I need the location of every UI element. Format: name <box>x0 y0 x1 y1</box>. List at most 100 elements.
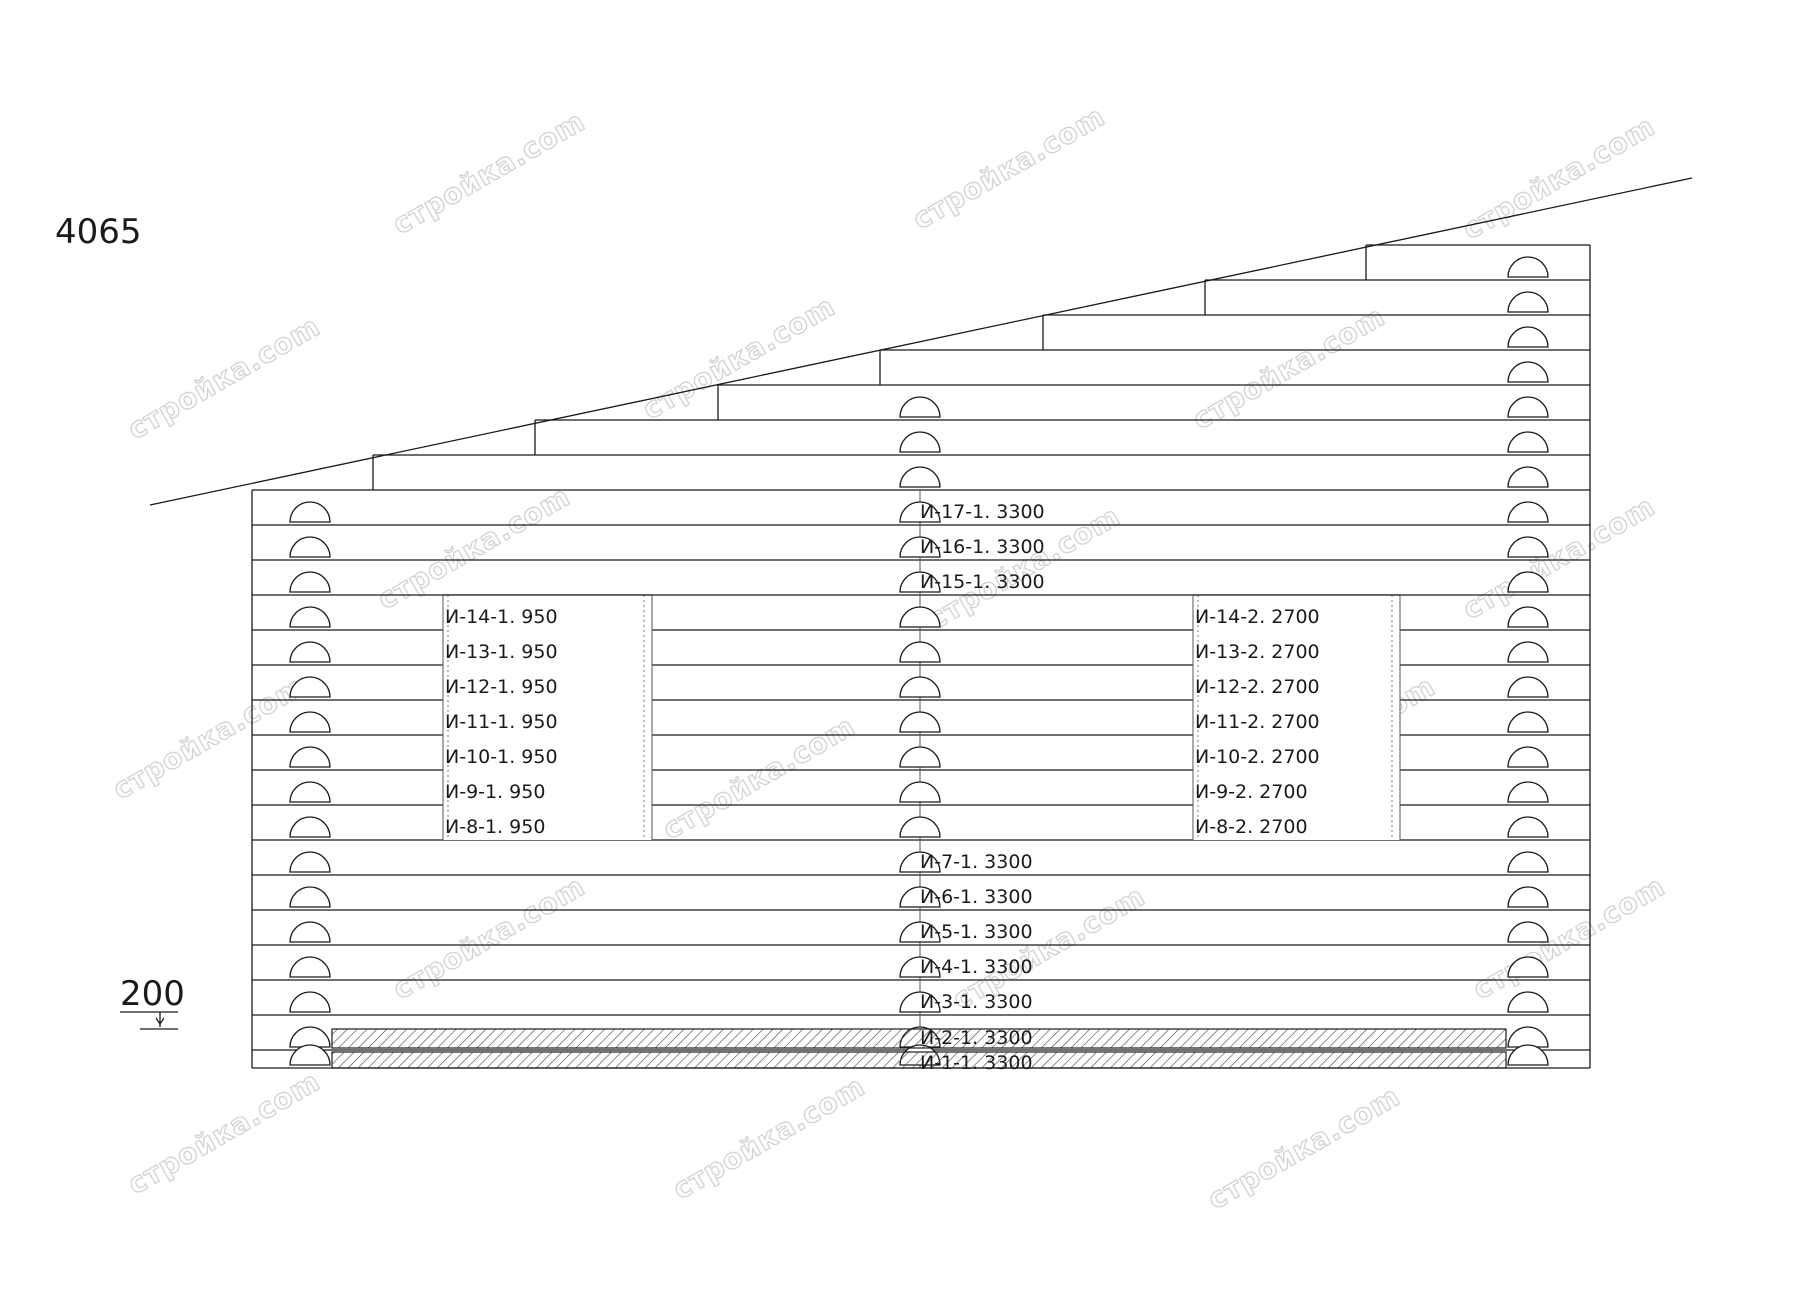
log-label: И-5-1. 3300 <box>920 921 1033 943</box>
log-notch <box>289 816 331 838</box>
log-labels: И-17-1. 3300 И-16-1. 3300 И-15-1. 3300 И… <box>445 501 1320 1074</box>
log-notch <box>899 571 941 593</box>
log-notch <box>1507 466 1549 488</box>
log-notch <box>289 1044 331 1066</box>
watermark: стройка.com <box>907 99 1111 236</box>
log-label: И-12-2. 2700 <box>1195 676 1320 698</box>
log-label: И-9-2. 2700 <box>1195 781 1308 803</box>
watermark: стройка.com <box>667 1069 871 1206</box>
watermark: стройка.com <box>657 709 861 846</box>
watermark: стройка.com <box>1467 869 1671 1006</box>
log-label: И-10-1. 950 <box>445 746 558 768</box>
log-label: И-4-1. 3300 <box>920 956 1033 978</box>
log-notch <box>1507 816 1549 838</box>
log-notch <box>1507 536 1549 558</box>
log-label: И-9-1. 950 <box>445 781 545 803</box>
log-notch <box>289 851 331 873</box>
watermark: стройка.com <box>122 309 326 446</box>
log-notch <box>899 991 941 1013</box>
log-notch <box>899 501 941 523</box>
log-notch <box>899 431 941 453</box>
log-label: И-8-2. 2700 <box>1195 816 1308 838</box>
watermark: стройка.com <box>1187 299 1391 436</box>
log-notch <box>899 711 941 733</box>
base-dimension-arrow <box>155 1017 165 1026</box>
log-notch <box>1507 886 1549 908</box>
log-label: И-10-2. 2700 <box>1195 746 1320 768</box>
base-log-hatch <box>331 1028 1507 1049</box>
log-label: И-12-1. 950 <box>445 676 558 698</box>
log-notch <box>1507 641 1549 663</box>
log-label: И-14-1. 950 <box>445 606 558 628</box>
log-notch <box>289 676 331 698</box>
log-notch <box>289 956 331 978</box>
log-notch <box>289 746 331 768</box>
log-notch <box>1507 396 1549 418</box>
log-notch <box>1507 501 1549 523</box>
log-label: И-7-1. 3300 <box>920 851 1033 873</box>
log-notch <box>899 781 941 803</box>
watermark: стройка.com <box>387 104 591 241</box>
log-notch <box>899 606 941 628</box>
log-notch <box>289 571 331 593</box>
log-notch <box>899 641 941 663</box>
watermark: стройка.com <box>1457 489 1661 626</box>
log-notch <box>899 921 941 943</box>
log-label: И-11-2. 2700 <box>1195 711 1320 733</box>
log-notch <box>899 676 941 698</box>
log-notch <box>289 781 331 803</box>
log-label: И-13-2. 2700 <box>1195 641 1320 663</box>
log-notch <box>899 816 941 838</box>
log-notch <box>899 396 941 418</box>
log-label: И-15-1. 3300 <box>920 571 1045 593</box>
base-log-hatch <box>331 1051 1507 1069</box>
log-notch <box>1507 851 1549 873</box>
log-label: И-11-1. 950 <box>445 711 558 733</box>
log-label: И-1-1. 3300 <box>920 1052 1033 1074</box>
height-dimension-label: 4065 <box>55 212 142 252</box>
log-notch <box>899 886 941 908</box>
log-notch <box>1507 1044 1549 1066</box>
gable-logs <box>372 244 1590 490</box>
wall-logs <box>251 245 1591 1069</box>
log-notch <box>1507 921 1549 943</box>
base-dimension-label: 200 <box>120 974 185 1014</box>
window-opening <box>443 595 652 840</box>
log-notch <box>1507 991 1549 1013</box>
log-notch <box>289 536 331 558</box>
log-label: И-14-2. 2700 <box>1195 606 1320 628</box>
log-notch <box>899 536 941 558</box>
log-notch <box>1507 571 1549 593</box>
roof-slope-line <box>149 177 1693 506</box>
log-label: И-13-1. 950 <box>445 641 558 663</box>
watermark: стройка.com <box>1202 1079 1406 1216</box>
log-notch <box>289 501 331 523</box>
log-notch <box>1507 676 1549 698</box>
watermark: стройка.com <box>387 869 591 1006</box>
log-notch <box>1507 711 1549 733</box>
log-notch <box>899 851 941 873</box>
watermark: стройка.com <box>122 1064 326 1201</box>
log-label: И-8-1. 950 <box>445 816 545 838</box>
watermark: стройка.com <box>107 669 311 806</box>
log-notch <box>289 711 331 733</box>
log-label: И-6-1. 3300 <box>920 886 1033 908</box>
log-label: И-3-1. 3300 <box>920 991 1033 1013</box>
log-notch <box>289 921 331 943</box>
log-label: И-17-1. 3300 <box>920 501 1045 523</box>
watermark: стройка.com <box>1457 109 1661 246</box>
log-notch <box>1507 746 1549 768</box>
log-notch <box>1507 956 1549 978</box>
log-notch <box>289 886 331 908</box>
log-label: И-2-1. 3300 <box>920 1027 1033 1049</box>
log-notch <box>1507 1026 1549 1048</box>
log-notch <box>289 641 331 663</box>
log-notch <box>1507 361 1549 383</box>
log-notch <box>899 746 941 768</box>
log-notch <box>1507 606 1549 628</box>
log-notch <box>899 956 941 978</box>
log-label: И-16-1. 3300 <box>920 536 1045 558</box>
log-notch <box>289 1026 331 1048</box>
log-notch <box>1507 326 1549 348</box>
